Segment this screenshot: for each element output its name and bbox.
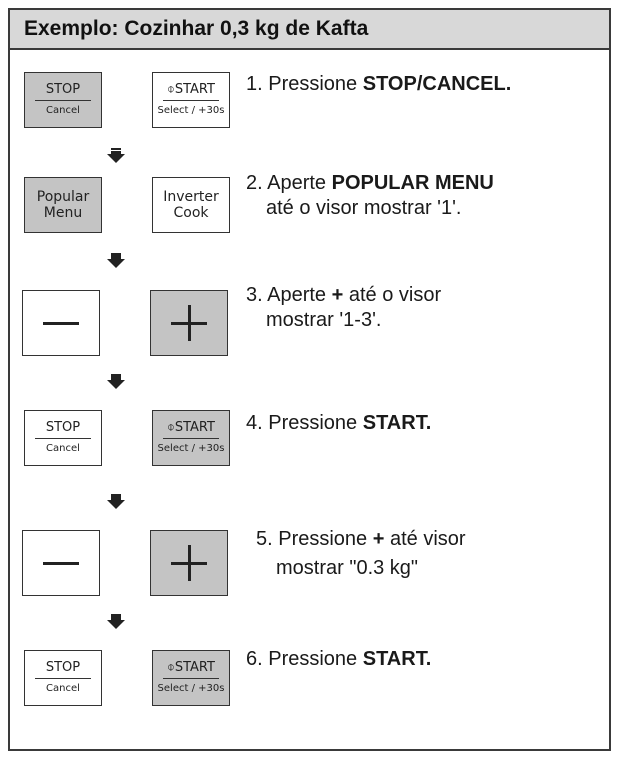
- divider: [163, 678, 219, 679]
- cancel-label: Cancel: [46, 443, 80, 454]
- down-arrow-icon: [106, 374, 126, 390]
- inverter-cook-button[interactable]: Inverter Cook: [152, 177, 230, 233]
- select-label: Select / +30s: [157, 683, 225, 694]
- popular-label: Popular: [36, 189, 90, 205]
- divider: [35, 678, 91, 679]
- start-button[interactable]: ⌽START Select / +30s: [152, 410, 230, 466]
- step-6: 6. Pressione START.: [246, 647, 431, 672]
- step-1: 1. Pressione STOP/CANCEL.: [246, 72, 511, 97]
- plus-button[interactable]: [150, 530, 228, 596]
- minus-icon: [43, 561, 79, 565]
- step-5-suffix: até visor: [384, 528, 466, 550]
- stop-cancel-button[interactable]: STOP Cancel: [24, 72, 102, 128]
- stop-label: STOP: [45, 82, 81, 97]
- minus-icon: [43, 321, 79, 325]
- down-arrow-icon: [106, 494, 126, 510]
- divider: [35, 100, 91, 101]
- step-4-bold: START.: [362, 412, 432, 434]
- start-label: ⌽START: [167, 660, 215, 675]
- step-5-line2: mostrar "0.3 kg": [276, 557, 419, 579]
- step-3-text: 3. Aperte: [246, 284, 332, 306]
- divider: [35, 438, 91, 439]
- header-bar: Exemplo: Cozinhar 0,3 kg de Kafta: [10, 10, 609, 50]
- stop-cancel-button[interactable]: STOP Cancel: [24, 650, 102, 706]
- step-3-suffix: até o visor: [343, 284, 442, 306]
- step-1-bold: STOP/CANCEL.: [362, 73, 512, 95]
- step-6-text: 6. Pressione: [246, 648, 363, 670]
- stop-label: STOP: [45, 660, 81, 675]
- menu-label: Menu: [43, 205, 83, 221]
- step-2-bold: POPULAR MENU: [331, 172, 494, 194]
- divider: [163, 100, 219, 101]
- step-3: 3. Aperte + até o visor mostrar '1-3'.: [246, 283, 441, 333]
- down-arrow-icon: [106, 253, 126, 269]
- stop-cancel-button[interactable]: STOP Cancel: [24, 410, 102, 466]
- step-6-bold: START.: [362, 648, 432, 670]
- step-2: 2. Aperte POPULAR MENU até o visor mostr…: [246, 171, 494, 221]
- plus-icon: [171, 545, 207, 581]
- down-arrow-icon: [106, 148, 126, 164]
- instruction-panel: Exemplo: Cozinhar 0,3 kg de Kafta: [8, 8, 611, 751]
- popular-menu-button[interactable]: Popular Menu: [24, 177, 102, 233]
- plus-icon: [171, 305, 207, 341]
- plus-button[interactable]: [150, 290, 228, 356]
- minus-button[interactable]: [22, 530, 100, 596]
- panel-title: Exemplo: Cozinhar 0,3 kg de Kafta: [24, 17, 369, 40]
- step-5-bold: +: [372, 528, 385, 550]
- step-2-line2: até o visor mostrar '1'.: [266, 197, 462, 219]
- down-arrow-icon: [106, 614, 126, 630]
- step-1-text: 1. Pressione: [246, 73, 363, 95]
- step-5: 5. Pressione + até visor mostrar "0.3 kg…: [256, 527, 466, 581]
- start-label: ⌽START: [167, 82, 215, 97]
- cancel-label: Cancel: [46, 683, 80, 694]
- stop-label: STOP: [45, 420, 81, 435]
- start-button[interactable]: ⌽START Select / +30s: [152, 72, 230, 128]
- inverter-label: Inverter: [163, 189, 219, 205]
- divider: [163, 438, 219, 439]
- step-5-text: 5. Pressione: [256, 528, 373, 550]
- start-button[interactable]: ⌽START Select / +30s: [152, 650, 230, 706]
- cancel-label: Cancel: [46, 105, 80, 116]
- minus-button[interactable]: [22, 290, 100, 356]
- start-label: ⌽START: [167, 420, 215, 435]
- step-4: 4. Pressione START.: [246, 411, 431, 436]
- step-2-text: 2. Aperte: [246, 172, 332, 194]
- step-3-bold: +: [331, 284, 344, 306]
- select-label: Select / +30s: [157, 105, 225, 116]
- step-3-line2: mostrar '1-3'.: [266, 309, 382, 331]
- select-label: Select / +30s: [157, 443, 225, 454]
- cook-label: Cook: [173, 205, 209, 221]
- step-4-text: 4. Pressione: [246, 412, 363, 434]
